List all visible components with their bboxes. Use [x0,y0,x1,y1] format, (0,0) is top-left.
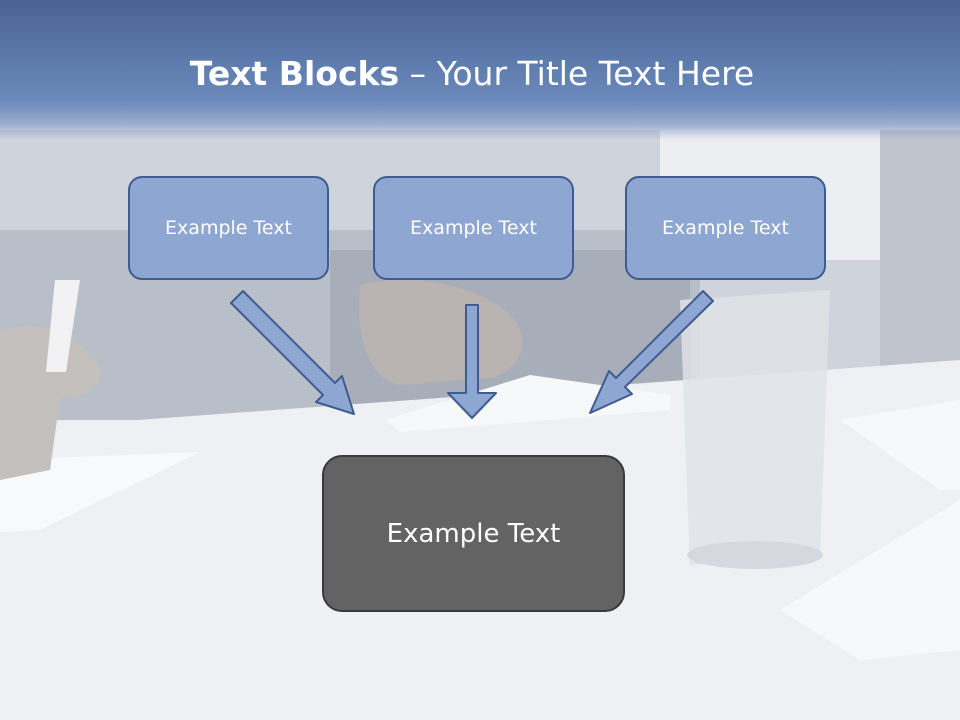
title-dash: – [399,54,437,93]
text-block-3-label: Example Text [662,217,789,239]
title-rest: Your Title Text Here [436,54,755,93]
text-block-3[interactable]: Example Text [625,176,826,280]
text-block-2-label: Example Text [410,217,537,239]
text-block-result-label: Example Text [386,518,561,549]
text-block-result[interactable]: Example Text [322,455,625,612]
title-bold: Text Blocks [189,54,400,93]
text-block-1[interactable]: Example Text [128,176,329,280]
text-block-1-label: Example Text [165,217,292,239]
slide-title: Text Blocks – Your Title Text Here [0,52,944,96]
text-block-2[interactable]: Example Text [373,176,574,280]
title-bar [0,0,960,140]
arrow-right-down-left [589,290,714,414]
arrow-center-down [447,304,497,419]
arrow-left-down-right [230,290,355,415]
